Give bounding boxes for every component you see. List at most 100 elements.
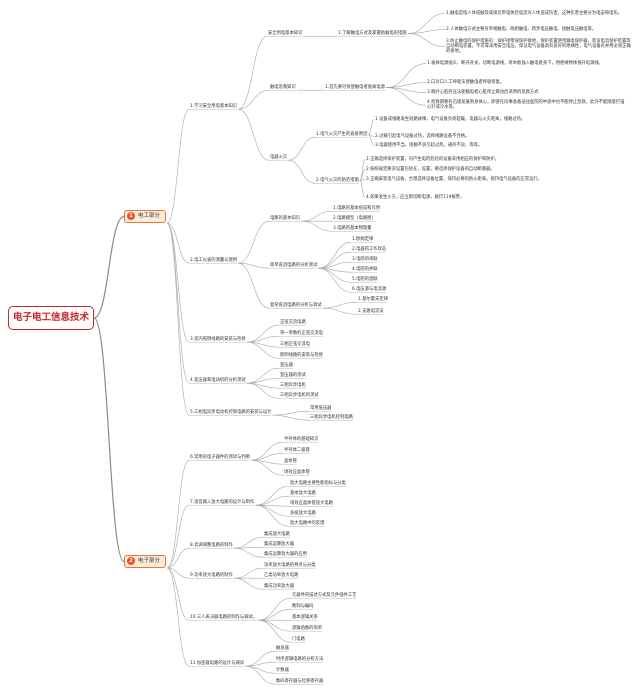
chapter-6[interactable]: 6.常用的电子器件的测试与判断 xyxy=(190,455,250,460)
connector-line xyxy=(166,567,190,621)
leaf-ch8-2: 集成运算放大器 xyxy=(264,542,295,547)
connector-line xyxy=(288,136,316,161)
leaf-ch11-2: 时序逻辑电路的分析方法 xyxy=(276,657,324,662)
chapter-9[interactable]: 9.功率放大电路的制作 xyxy=(190,573,233,578)
chapter-8[interactable]: 8.音调调整电路的制作 xyxy=(190,543,233,548)
leaf-ch4-3: 三相异步电机 xyxy=(280,383,306,388)
leaf-ch4-4: 三相异步电机的测试 xyxy=(280,393,319,398)
leaf-ch10-2: 数制与编码 xyxy=(292,604,314,609)
leaf-ch6-1: 半导体的基础知识 xyxy=(284,437,319,442)
connector-line xyxy=(166,547,190,569)
leaf-ch5-2: 三相异步电机控制电路 xyxy=(310,415,353,420)
chapter-10[interactable]: 10.三人表决器电路的制作与调试。 xyxy=(190,615,257,620)
leaf-ch7-3: 场效应晶体管放大电路 xyxy=(290,501,333,506)
topic-electrical-fire[interactable]: 电器火灾 xyxy=(270,155,288,160)
chapter-5[interactable]: 5.三相电异步电动机控制电路的安装与设计 xyxy=(190,410,272,415)
connector-line xyxy=(166,222,190,416)
leaf-first-aid-4: 4.抢救期要有迅速发展到身体心，即使在同事准备送往医院的中途中也不能停止急救，此… xyxy=(427,100,625,111)
branch-electrical-label: 电工部分 xyxy=(138,213,161,219)
connector-line xyxy=(322,307,358,315)
connector-line xyxy=(233,536,264,549)
leaf-fire-cause-2: 2.过载引起电气设备过热，选择线路设备不合格。 xyxy=(375,134,470,139)
connector-line xyxy=(385,63,427,88)
topic-electrocution-measures[interactable]: 1.了解触电方式及掌握防触电的措施 xyxy=(338,31,407,36)
leaf-ch9-1: 功率放大电路的特点与分类 xyxy=(264,563,316,568)
topic-dc-circuit-analysis[interactable]: 简单直流电路的分析测试 xyxy=(270,263,318,268)
topic-complex-dc-analysis[interactable]: 复杂直流电路的分析与测试 xyxy=(270,303,322,308)
chapter-7[interactable]: 7.语音输入放大电路的设计与制作 xyxy=(190,500,255,505)
leaf-ch11-4: 数码寄存器与位移寄存器 xyxy=(276,679,324,684)
connector-line xyxy=(322,301,358,309)
leaf-dc-4: 4.电阻的并联 xyxy=(352,267,378,272)
connector-line xyxy=(407,29,446,34)
connector-line xyxy=(246,324,280,343)
connector-line xyxy=(245,650,276,667)
leaf-ch3-4: 照明线路的安装与检修 xyxy=(280,353,323,358)
connector-line xyxy=(166,108,190,224)
leaf-electrocution-definition: 1.触电是指人体或触及或接近带电体后电流对人体造成伤害，这种伤害主要分为电击和电… xyxy=(446,11,622,16)
connector-line xyxy=(233,547,264,558)
topic-safety-knowledge[interactable]: 安全用电基本知识 xyxy=(268,31,303,36)
leaf-ch4-1: 变压器 xyxy=(280,363,293,368)
topic-disconnect-power[interactable]: 1.首先要尽快使触电者脱离电源 xyxy=(325,85,385,90)
connector-line xyxy=(359,180,366,198)
topic-fire-causes[interactable]: 1.电气火灾产生的直接原因 xyxy=(316,132,368,137)
connector-line xyxy=(246,341,280,359)
leaf-dc-6: 6.电压源与电流源 xyxy=(352,287,387,292)
connector-line xyxy=(233,567,264,579)
leaf-ch4-2: 变压器的测试 xyxy=(280,373,306,378)
leaf-ch6-3: 晶体管 xyxy=(284,459,297,464)
leaf-ch3-2: 单一参数的正弦交流电 xyxy=(280,331,323,336)
connector-line xyxy=(301,220,333,232)
connector-line xyxy=(257,597,292,621)
leaf-ch7-4: 多级放大电路 xyxy=(290,511,316,516)
connector-line xyxy=(246,382,280,399)
chapter-2[interactable]: 2.电工仪表的测量与使用 xyxy=(190,258,238,263)
chapter-3[interactable]: 3.室内照明线路的安装与检修 xyxy=(190,337,246,342)
connector-line xyxy=(246,367,280,384)
connector-line xyxy=(288,159,316,184)
connector-line xyxy=(272,410,310,416)
leaf-fire-prevention-2: 2.按照规定要求设置包括在，设置，要选择保护设备的自动断路器。 xyxy=(366,167,495,172)
leaf-circuit-basics-2: 2.电路模型（电路图） xyxy=(333,216,376,221)
leaf-dc-5: 5.电阻的混联 xyxy=(352,277,378,282)
chapter-4[interactable]: 4.变压器和电动机的分析测试 xyxy=(190,378,246,383)
topic-fire-prevention[interactable]: 2.电气火灾的防范措施 xyxy=(316,178,359,183)
topic-first-aid[interactable]: 触电急救知识 xyxy=(270,85,296,90)
leaf-circuit-basics-1: 1.电路的基本组成和作用 xyxy=(333,206,381,211)
connector-line xyxy=(250,441,284,461)
branch-electronic-label: 电子部分 xyxy=(138,558,161,564)
chapter-11[interactable]: 11.加密器电路的设计与调试 xyxy=(190,661,245,666)
leaf-ch10-4: 逻辑函数的简单 xyxy=(292,626,323,631)
number-badge-1-icon: 1 xyxy=(127,211,135,220)
connector-line xyxy=(237,35,268,110)
connector-line xyxy=(318,251,352,269)
leaf-ch7-1: 放大电路主要性能指标与分类 xyxy=(290,481,346,486)
connector-line xyxy=(93,215,125,319)
leaf-complex-2: 2.支路电流法 xyxy=(358,309,384,314)
root-topic[interactable]: 电子电工信息技术 xyxy=(8,306,94,330)
connector-line xyxy=(166,459,190,569)
leaf-first-aid-1: 1.拔掉电源插头、断开开关，切断电源线，将木板插入触电者身下，用绝缘物体挑开电源… xyxy=(427,61,603,66)
topic-circuit-basics[interactable]: 电路的基本知识 xyxy=(270,216,301,221)
leaf-ch7-2: 基本放大电路 xyxy=(290,491,316,496)
connector-line xyxy=(238,262,270,269)
leaf-first-aid-2: 2.口对口人工呼吸法使触电者呼吸恢复。 xyxy=(427,80,505,85)
leaf-fire-cause-3: 3.电器使用不当，接触不良引起过热，通风不良，等等。 xyxy=(375,143,483,148)
connector-line xyxy=(407,33,446,48)
chapter-1[interactable]: 1.学习安全用电基本知识 xyxy=(190,104,238,109)
connector-line xyxy=(318,241,352,269)
leaf-fire-prevention-4: 4.如果发生火灾，应立即切断电源，拨打119报警。 xyxy=(366,195,465,200)
leaf-dc-3: 3.电阻的串联 xyxy=(352,257,378,262)
connector-line xyxy=(250,459,284,476)
connector-line xyxy=(93,317,125,563)
leaf-ch3-3: 三相正弦交流电 xyxy=(280,342,311,347)
connector-line xyxy=(238,108,270,161)
leaf-complex-1: 1.基尔霍夫定律 xyxy=(358,297,388,302)
leaf-ch8-1: 集成放大电路 xyxy=(264,532,290,537)
connector-line xyxy=(255,504,290,517)
